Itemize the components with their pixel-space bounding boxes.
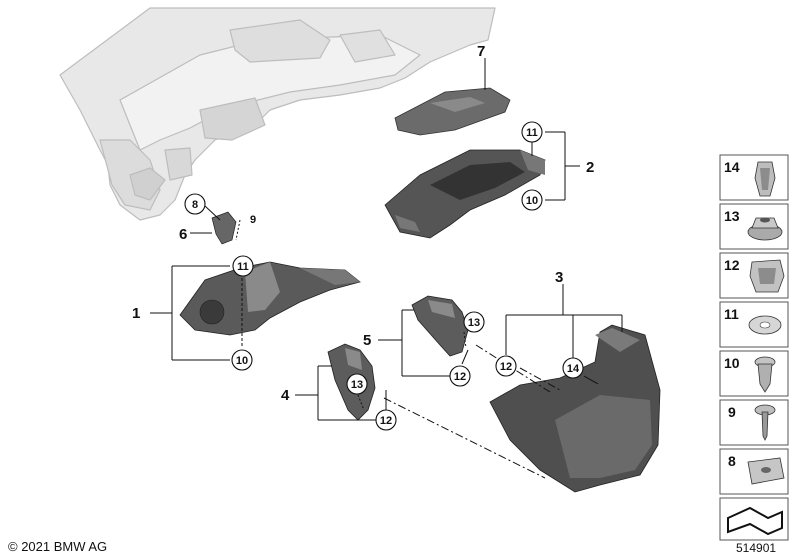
callout-3: 3 [555,269,563,286]
callout-9: 9 [250,214,256,226]
callout-circle-10-lower [231,349,253,371]
callout-12-c: 12 [380,415,392,427]
part-5-bracket [411,295,469,357]
circled-callouts [184,121,584,431]
part-2-carrier [384,149,546,239]
callout-circle-10-upper [521,189,543,211]
callout-circle-8 [184,193,206,215]
callout-4: 4 [281,387,290,404]
callout-circle-12-c [375,409,397,431]
callout-7: 7 [477,43,485,60]
callout-13-left: 13 [351,379,363,391]
legend-label-10: 10 [724,355,740,371]
part-6-holder [211,211,237,245]
legend-label-13: 13 [724,208,740,224]
copyright-text: © 2021 BMW AG [8,539,108,554]
legend-cell-10 [719,350,789,397]
screw-icon [754,404,776,441]
callout-12-b: 12 [500,361,512,373]
callout-14: 14 [567,363,580,375]
callout-12-a: 12 [454,371,466,383]
diagram-id: 514901 [736,541,777,555]
dashboard-carrier [59,7,496,221]
callout-circle-11-upper [521,121,543,143]
legend-label-8: 8 [728,453,736,469]
nut-icon [747,217,783,241]
legend-cell-9 [719,399,789,446]
clip-icon [754,161,776,197]
washer-icon [748,315,782,335]
callout-11-lower: 11 [237,261,249,273]
callout-10-lower: 10 [236,355,248,367]
leader-lines [150,58,623,479]
callout-13-right: 13 [468,317,480,329]
kit-symbol-icon [727,506,783,536]
callout-2: 2 [586,159,594,176]
legend-label-12: 12 [724,257,740,273]
callout-circle-12-a [449,365,471,387]
spring-clip-icon [749,259,785,293]
callout-box-9 [242,208,264,228]
callout-circle-11-lower [232,255,254,277]
callout-circle-13-left [346,373,368,395]
expansion-rivet-icon [754,356,776,393]
callout-circle-12-b [495,355,517,377]
part-1-bracket [179,261,361,336]
legend-label-11: 11 [724,306,739,322]
part-7-cover [394,87,511,136]
callout-circle-14 [562,357,584,379]
callout-8: 8 [192,199,198,211]
legend-label-14: 14 [724,159,740,175]
legend-label-9: 9 [728,404,736,420]
callout-6: 6 [179,226,187,243]
callout-11-upper: 11 [526,127,538,139]
callout-5: 5 [363,332,371,349]
sheet-nut-icon [747,457,785,485]
callout-circle-13-right [463,311,485,333]
part-3-trim-cover [489,324,661,493]
callout-10-upper: 10 [526,195,538,207]
legend-cell-14 [719,154,789,201]
callout-1: 1 [132,305,140,322]
